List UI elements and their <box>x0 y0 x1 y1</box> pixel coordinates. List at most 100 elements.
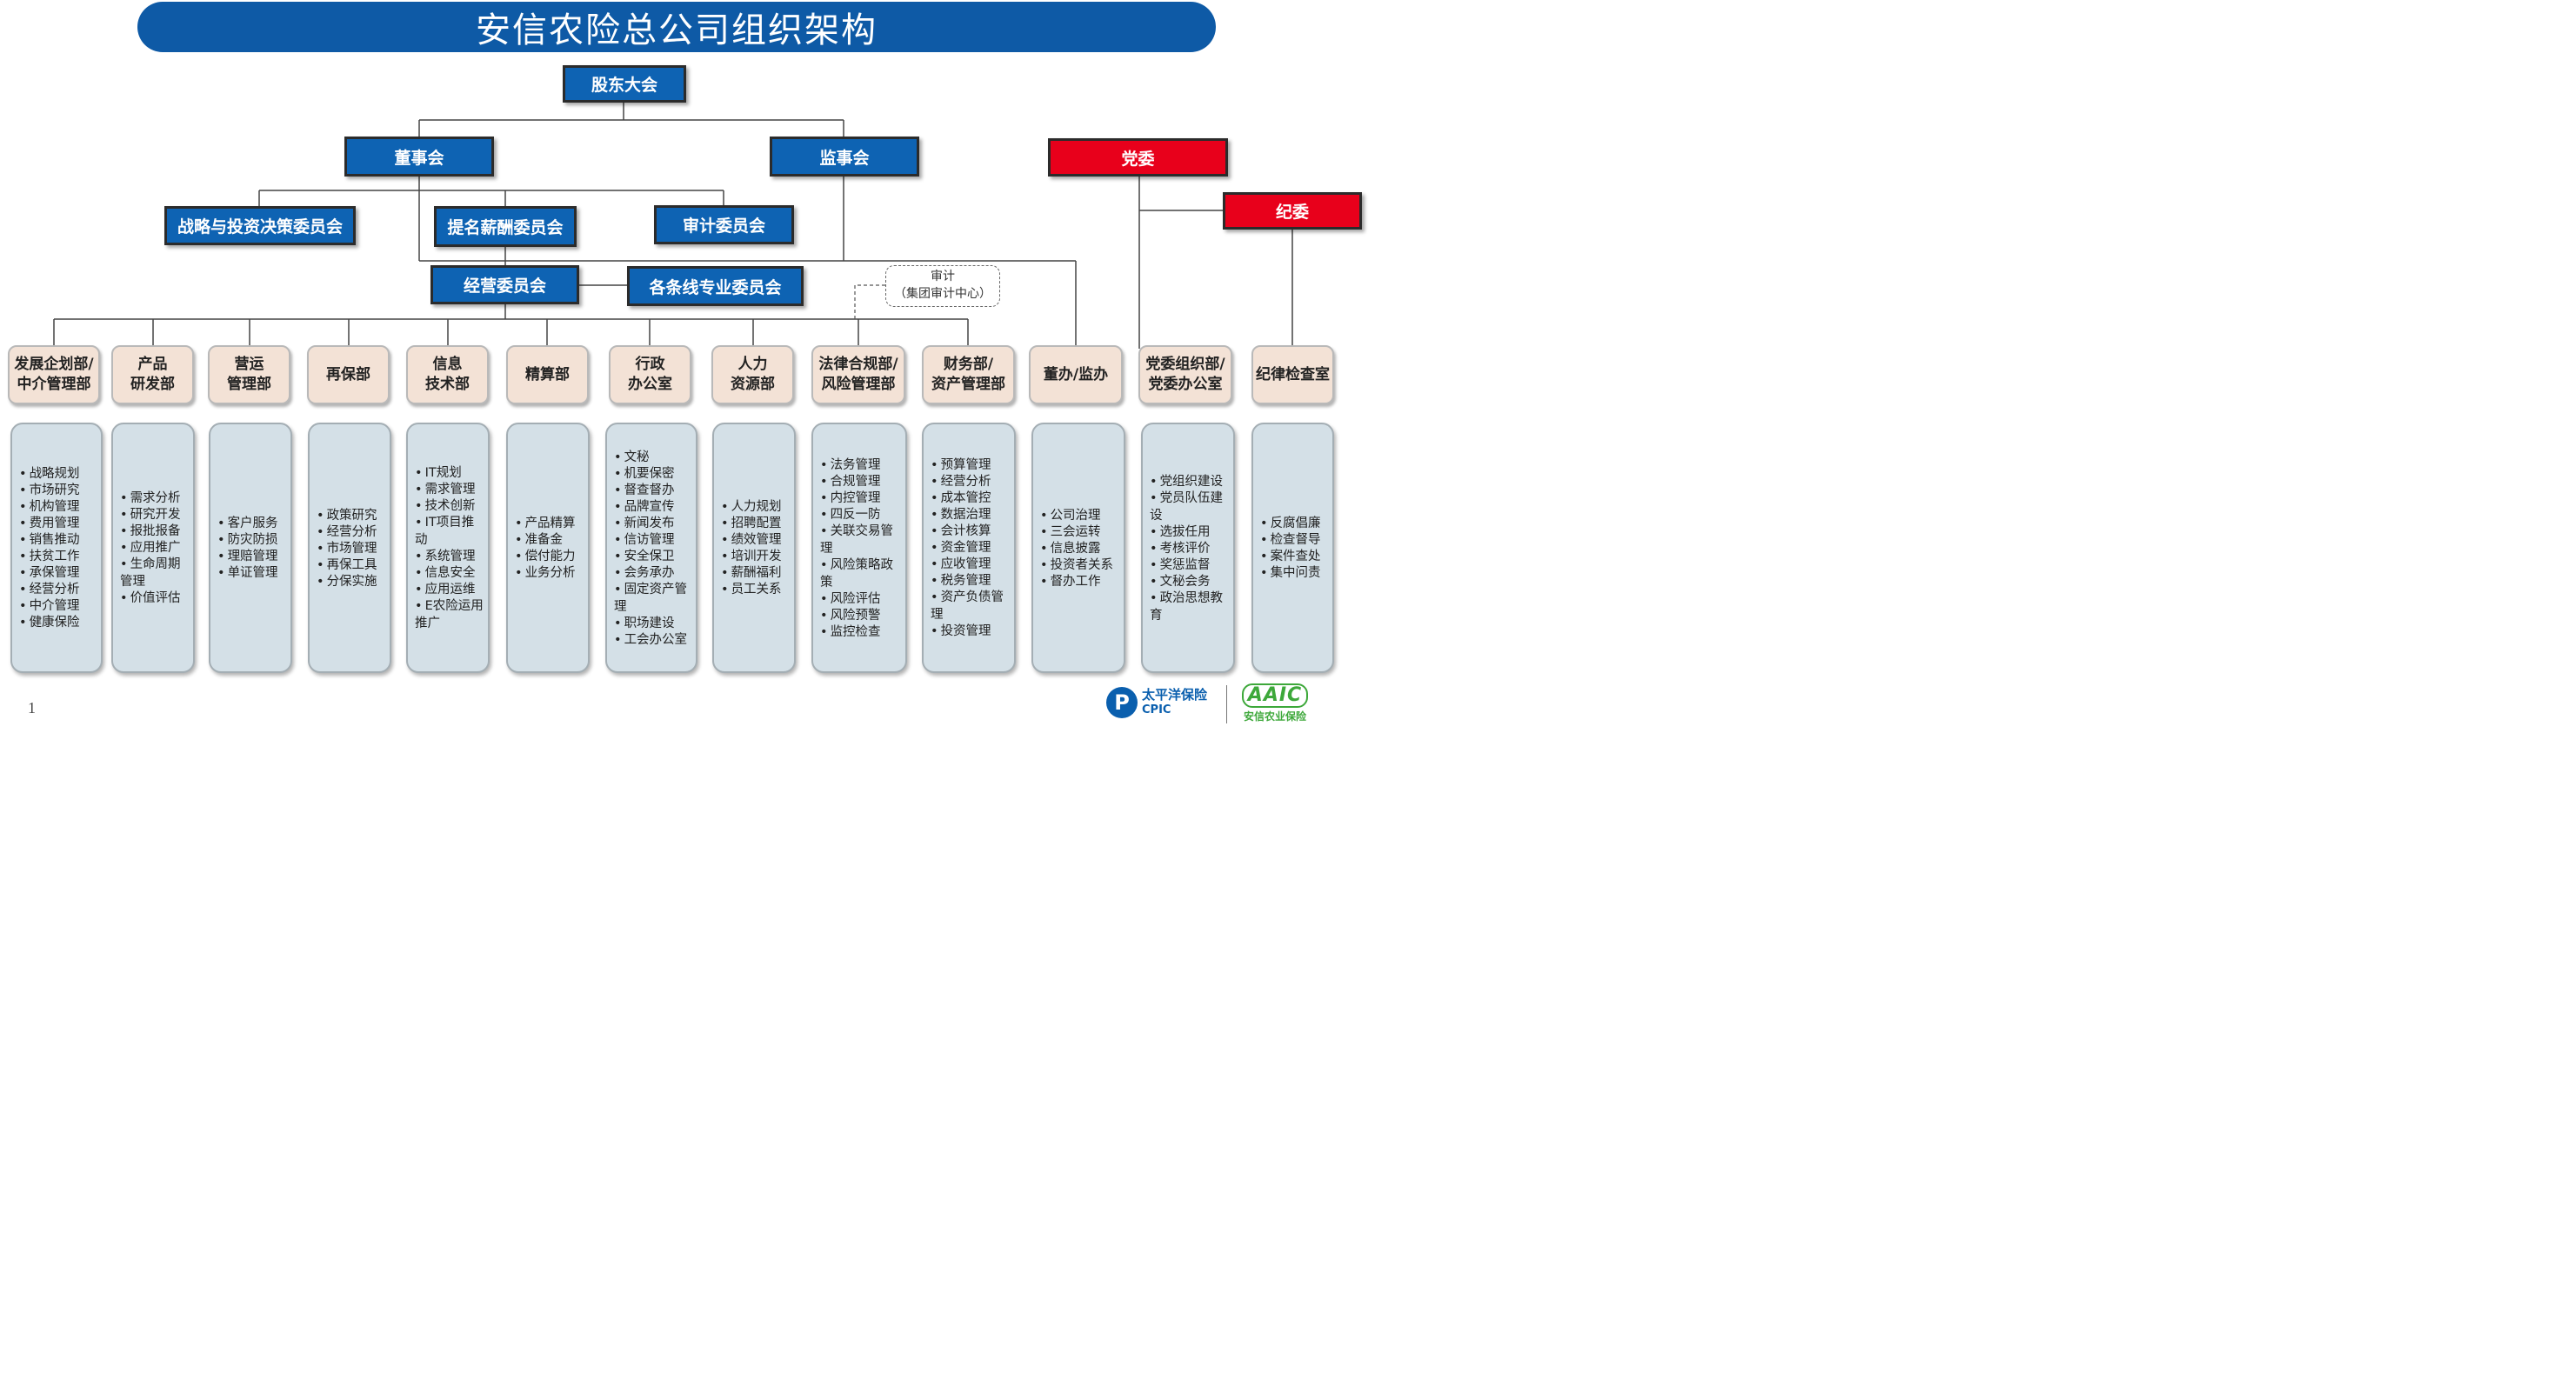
duty-item: 薪酬福利 <box>719 564 791 582</box>
duty-item: 政治思想教育 <box>1148 590 1230 624</box>
duty-item: 法务管理 <box>818 457 902 474</box>
audit-note-line1: 审计 <box>931 270 955 283</box>
duty-item: 生命周期管理 <box>118 556 190 590</box>
duty-item: 信息披露 <box>1038 540 1120 557</box>
board-of-directors-box: 董事会 <box>344 137 494 177</box>
duty-list-reinsurance: 政策研究 经营分析 市场管理 再保工具 分保实施 <box>308 423 391 673</box>
aaic-logo: AAIC 安信农业保险 <box>1242 683 1308 723</box>
shareholders-meeting-box: 股东大会 <box>563 65 686 103</box>
duty-list-product-rd: 需求分析 研究开发 报批报备 应用推广 生命周期管理 价值评估 <box>111 423 195 673</box>
duty-item: 理赔管理 <box>216 548 287 565</box>
duty-item: 税务管理 <box>929 572 1011 590</box>
page-number: 1 <box>28 699 36 716</box>
duty-item: 机构管理 <box>17 498 97 516</box>
duty-list-development-planning: 战略规划 市场研究 机构管理 费用管理 销售推动 扶贫工作 承保管理 经营分析 … <box>10 423 103 673</box>
duty-item: 集中问责 <box>1258 564 1329 582</box>
duty-item: 应收管理 <box>929 556 1011 573</box>
duty-item: 固定资产管理 <box>612 581 692 616</box>
duty-item: 销售推动 <box>17 531 97 549</box>
department-box-it: 信息 技术部 <box>406 345 489 404</box>
duty-item: 偿付能力 <box>513 548 584 565</box>
duty-item: 资金管理 <box>929 539 1011 557</box>
department-box-actuarial: 精算部 <box>506 345 589 404</box>
cpic-logo-icon: P <box>1106 687 1138 718</box>
department-box-reinsurance: 再保部 <box>307 345 390 404</box>
audit-note-line2: （集团审计中心） <box>894 287 991 301</box>
duty-list-board-office: 公司治理 三会运转 信息披露 投资者关系 督办工作 <box>1031 423 1125 673</box>
duty-item: 市场研究 <box>17 482 97 499</box>
duty-item: 员工关系 <box>719 581 791 598</box>
duty-list-legal-compliance: 法务管理 合规管理 内控管理 四反一防 关联交易管理 风险策略政策 风险评估 风… <box>811 423 907 673</box>
duty-item: 需求分析 <box>118 490 190 507</box>
duty-item: 内控管理 <box>818 490 902 507</box>
duty-item: 信访管理 <box>612 531 692 549</box>
duty-item: 技术创新 <box>413 497 484 515</box>
department-box-finance: 财务部/ 资产管理部 <box>922 345 1015 404</box>
cpic-logo: P 太平洋保险 CPIC <box>1106 685 1207 720</box>
duty-item: 督办工作 <box>1038 573 1120 590</box>
duty-item: 安全保卫 <box>612 548 692 565</box>
duty-list-operations: 客户服务 防灾防损 理赔管理 单证管理 <box>209 423 292 673</box>
duty-item: 案件查处 <box>1258 548 1329 565</box>
department-box-operations: 营运 管理部 <box>208 345 290 404</box>
duty-item: 报批报备 <box>118 523 190 540</box>
duty-item: 考核评价 <box>1148 540 1230 557</box>
duty-item: 资产负债管理 <box>929 589 1011 623</box>
logo-divider <box>1226 685 1227 723</box>
duty-item: 预算管理 <box>929 457 1011 474</box>
duty-item: 新闻发布 <box>612 515 692 532</box>
duty-item: 经营分析 <box>315 523 386 541</box>
department-box-human-resources: 人力 资源部 <box>711 345 794 404</box>
duty-item: 信息安全 <box>413 564 484 582</box>
duty-item: 系统管理 <box>413 548 484 565</box>
duty-list-discipline-inspection: 反腐倡廉 检查督导 案件查处 集中问责 <box>1251 423 1334 673</box>
duty-item: 产品精算 <box>513 515 584 532</box>
duty-item: 职场建设 <box>612 615 692 632</box>
duty-item: 研究开发 <box>118 506 190 523</box>
duty-item: 选拔任用 <box>1148 523 1230 541</box>
duty-item: 经营分析 <box>929 473 1011 490</box>
audit-committee-box: 审计委员会 <box>654 205 794 244</box>
duty-item: 扶贫工作 <box>17 548 97 565</box>
duty-item: 会计核算 <box>929 523 1011 540</box>
duty-item: 三会运转 <box>1038 523 1120 541</box>
duty-item: 风险预警 <box>818 607 902 624</box>
duty-item: 检查督导 <box>1258 531 1329 549</box>
party-committee-box: 党委 <box>1048 138 1228 177</box>
duty-item: 投资管理 <box>929 623 1011 640</box>
duty-item: 准备金 <box>513 531 584 549</box>
duty-item: 监控检查 <box>818 623 902 641</box>
duty-item: 文秘会务 <box>1148 573 1230 590</box>
duty-item: 价值评估 <box>118 590 190 607</box>
specialist-committees-box: 各条线专业委员会 <box>627 266 804 306</box>
duty-list-it: IT规划 需求管理 技术创新 IT项目推动 系统管理 信息安全 应用运维 E农险… <box>406 423 490 673</box>
duty-item: 品牌宣传 <box>612 498 692 516</box>
duty-item: 会务承办 <box>612 564 692 582</box>
duty-item: 数据治理 <box>929 506 1011 523</box>
department-box-legal-compliance: 法律合规部/ 风险管理部 <box>811 345 905 404</box>
duty-list-actuarial: 产品精算 准备金 偿付能力 业务分析 <box>506 423 590 673</box>
duty-item: 承保管理 <box>17 564 97 582</box>
duty-item: 绩效管理 <box>719 531 791 549</box>
duty-item: 机要保密 <box>612 465 692 483</box>
duty-list-finance: 预算管理 经营分析 成本管控 数据治理 会计核算 资金管理 应收管理 税务管理 … <box>922 423 1016 673</box>
board-of-supervisors-box: 监事会 <box>770 137 919 177</box>
duty-item: 培训开发 <box>719 548 791 565</box>
duty-item: 单证管理 <box>216 564 287 582</box>
duty-item: IT规划 <box>413 464 484 482</box>
duty-item: 经营分析 <box>17 581 97 598</box>
duty-item: 需求管理 <box>413 481 484 498</box>
connector-lines <box>53 103 1293 349</box>
duty-item: 反腐倡廉 <box>1258 515 1329 532</box>
duty-item: 再保工具 <box>315 557 386 574</box>
department-box-discipline-inspection: 纪律检查室 <box>1251 345 1334 404</box>
page-title: 安信农险总公司组织架构 <box>137 2 1216 52</box>
aaic-logo-icon: AAIC <box>1242 683 1308 708</box>
duty-item: 招聘配置 <box>719 515 791 532</box>
duty-item: 党员队伍建设 <box>1148 490 1230 524</box>
duty-item: 文秘 <box>612 449 692 466</box>
nomination-remuneration-committee-box: 提名薪酬委员会 <box>434 206 577 247</box>
department-box-development-planning: 发展企划部/ 中介管理部 <box>8 345 100 404</box>
aaic-logo-cn: 安信农业保险 <box>1243 710 1306 723</box>
duty-item: 费用管理 <box>17 515 97 532</box>
